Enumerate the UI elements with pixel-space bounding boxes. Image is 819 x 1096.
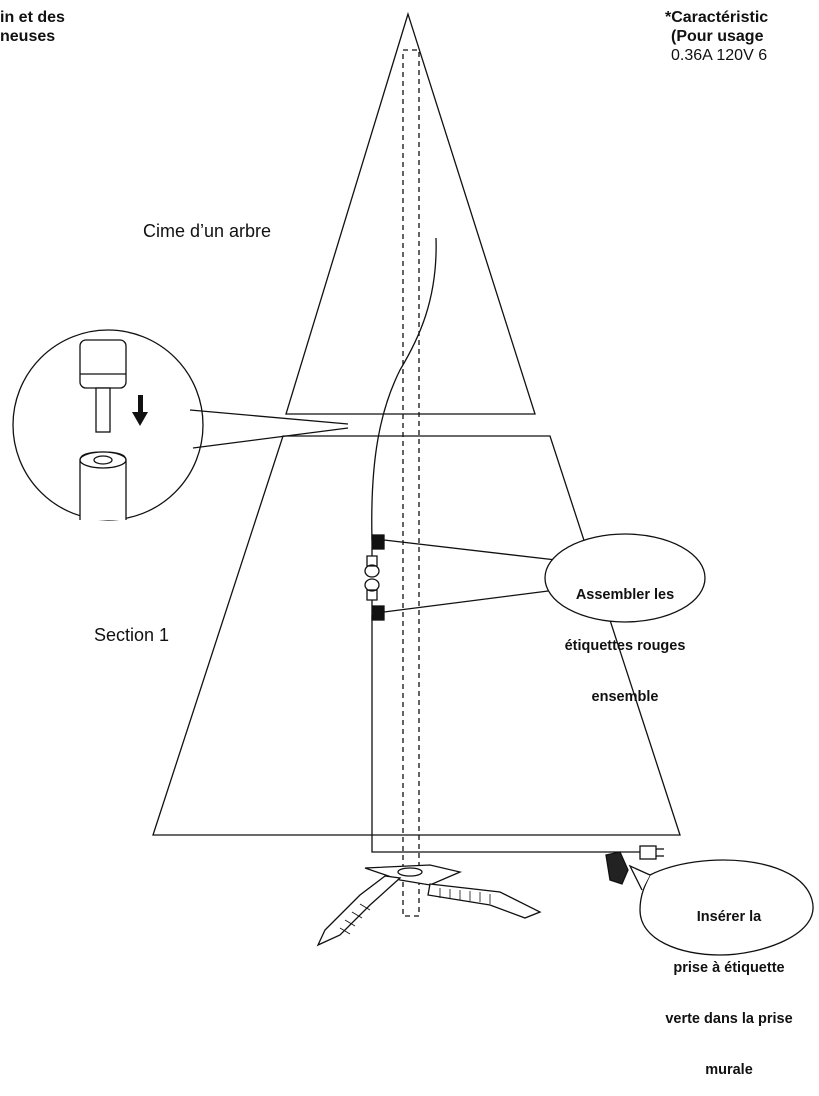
tree-top-section bbox=[285, 11, 536, 415]
insert-line-3: verte dans la prise bbox=[665, 1011, 793, 1027]
assemble-callout: Assembler les étiquettes rouges ensemble bbox=[545, 553, 705, 723]
insert-bubble bbox=[639, 859, 814, 956]
insert-line-4: murale bbox=[705, 1062, 753, 1078]
assemble-line-1: Assembler les bbox=[575, 587, 675, 603]
plug-icon bbox=[605, 845, 664, 885]
header-left-line2: neuses bbox=[0, 28, 56, 45]
header-left-line1: in et des bbox=[0, 9, 65, 26]
header-right-line3: 0.36A 120V 6 bbox=[671, 47, 768, 64]
assemble-bubble bbox=[544, 533, 706, 623]
assemble-line-2: étiquettes rouges bbox=[564, 638, 686, 654]
insert-line-2: prise à étiquette bbox=[673, 960, 785, 976]
tree-section-1 bbox=[152, 435, 681, 836]
cord-connector bbox=[364, 549, 380, 606]
header-right-line1: *Caractéristic bbox=[665, 9, 769, 26]
insert-line-1: Insérer la bbox=[696, 909, 762, 925]
header-right-line2: (Pour usage bbox=[671, 28, 764, 45]
assemble-line-3: ensemble bbox=[591, 689, 659, 705]
tree-assembly-diagram bbox=[12, 11, 814, 956]
red-tag-lower bbox=[371, 605, 385, 621]
tree-top-label: Cime d’un arbre bbox=[143, 221, 272, 241]
center-pole bbox=[402, 49, 420, 917]
section-label: Section 1 bbox=[94, 625, 170, 645]
arrow-down-icon bbox=[132, 395, 148, 426]
tree-base-stand bbox=[316, 864, 542, 947]
red-tag-upper bbox=[371, 534, 385, 550]
insert-callout: Insérer la prise à étiquette verte dans … bbox=[648, 875, 810, 1096]
light-cord bbox=[371, 237, 437, 541]
